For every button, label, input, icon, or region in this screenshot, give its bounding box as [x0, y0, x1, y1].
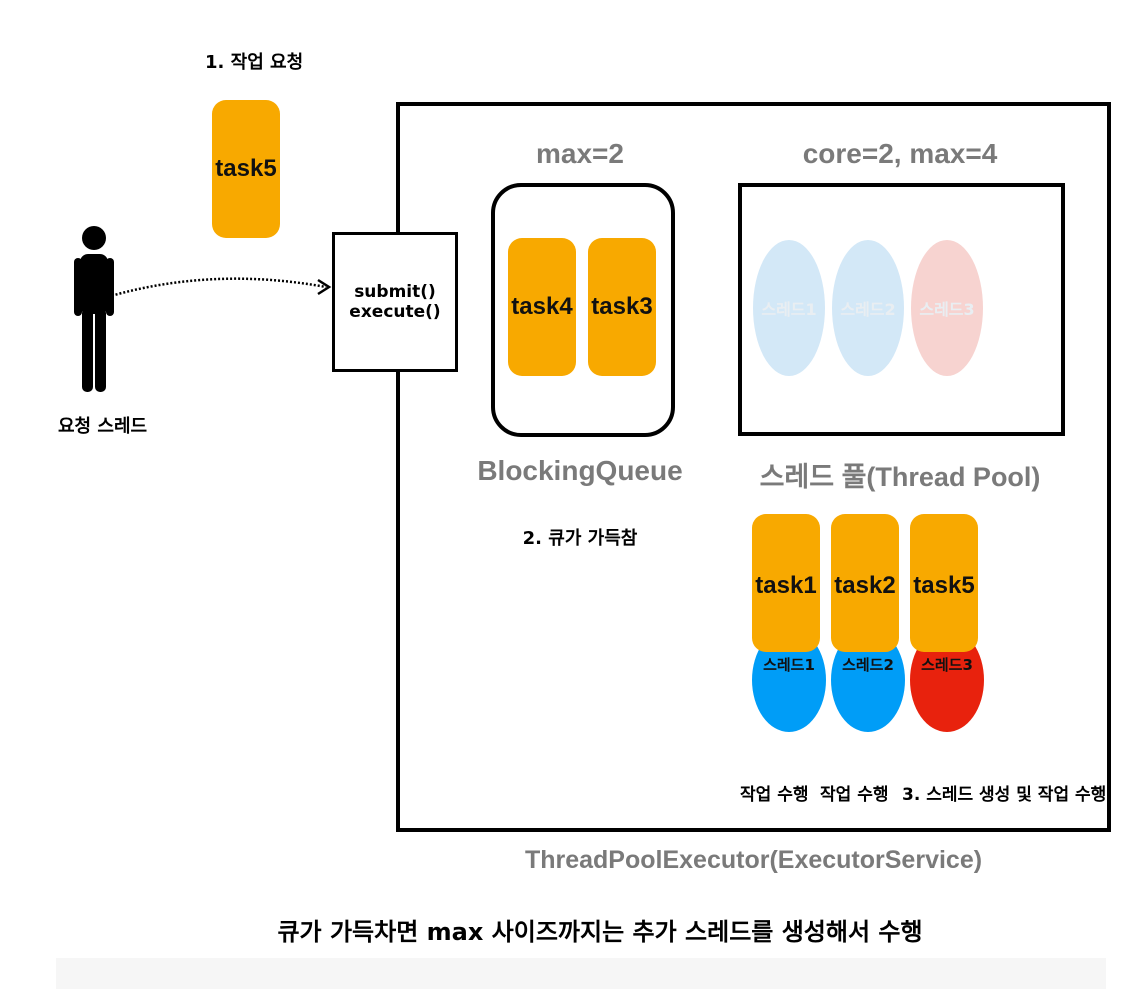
- incoming-task-label: task5: [215, 155, 277, 182]
- queue-name: BlockingQueue: [477, 455, 683, 486]
- idle-thread-label: 스레드2: [840, 300, 896, 319]
- idle-thread-slot: 스레드3: [911, 240, 983, 376]
- queue-task-label: task3: [591, 293, 653, 320]
- idle-thread-slot: 스레드1: [753, 240, 825, 376]
- running-task-label: task1: [755, 572, 817, 599]
- execute-method-label: execute(): [349, 302, 441, 322]
- thread-pool-box: [738, 183, 1065, 436]
- diagram-caption: 큐가 가득차면 max 사이즈까지는 추가 스레드를 생성해서 수행: [277, 918, 923, 946]
- thread-action-label: 작업 수행: [820, 785, 889, 805]
- blocking-queue-box: [491, 183, 675, 437]
- pool-name: 스레드 풀(Thread Pool): [759, 462, 1041, 492]
- running-task-card: task5: [910, 514, 978, 652]
- queue-max-label: max=2: [536, 138, 624, 169]
- incoming-task-card: task5: [212, 100, 280, 238]
- thread-action-label: 3. 스레드 생성 및 작업 수행: [902, 785, 1107, 805]
- running-thread-label: 스레드1: [763, 656, 815, 674]
- executor-frame: [396, 102, 1111, 832]
- submit-method-label: submit(): [354, 282, 436, 302]
- submit-execute-box: submit() execute(): [332, 232, 458, 372]
- running-thread-label: 스레드2: [842, 656, 894, 674]
- running-task-label: task5: [913, 572, 975, 599]
- queue-task-card: task3: [588, 238, 656, 376]
- pool-limit-label: core=2, max=4: [802, 138, 998, 169]
- queue-status: 2. 큐가 가득참: [522, 528, 638, 549]
- running-task-card: task1: [752, 514, 820, 652]
- thread-action-label: 작업 수행: [740, 785, 809, 805]
- request-label: 1. 작업 요청: [205, 52, 304, 73]
- idle-thread-label: 스레드1: [761, 300, 817, 319]
- running-task-card: task2: [831, 514, 899, 652]
- executor-name: ThreadPoolExecutor(ExecutorService): [524, 846, 983, 874]
- requester-label: 요청 스레드: [58, 416, 148, 437]
- idle-thread-label: 스레드3: [919, 300, 975, 319]
- request-arrow: [103, 277, 332, 300]
- idle-thread-slot: 스레드2: [832, 240, 904, 376]
- bottom-strip: [56, 958, 1106, 989]
- queue-task-card: task4: [508, 238, 576, 376]
- running-thread-label: 스레드3: [921, 656, 973, 674]
- running-task-label: task2: [834, 572, 896, 599]
- queue-task-label: task4: [511, 293, 573, 320]
- person-icon: [74, 226, 114, 392]
